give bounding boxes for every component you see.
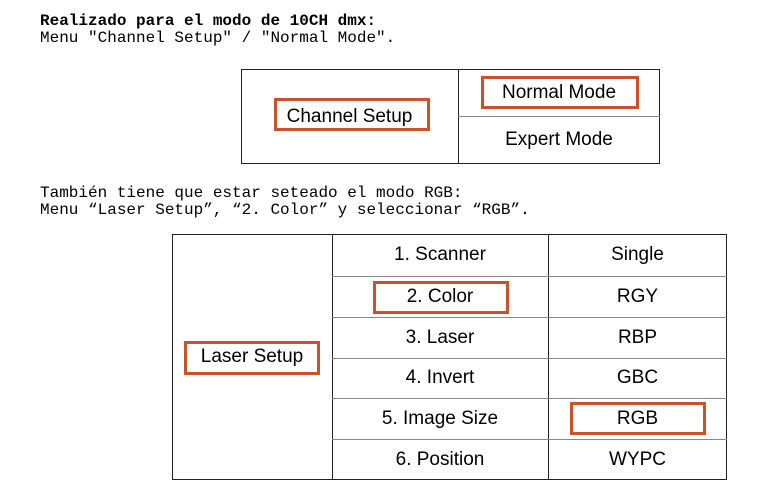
item-laser: 3. Laser bbox=[405, 326, 475, 348]
laser-row-value: RBP bbox=[548, 317, 727, 358]
laser-row-item: 1. Scanner bbox=[332, 234, 548, 276]
intro-menu-path: Menu "Channel Setup" / "Normal Mode". bbox=[40, 29, 396, 47]
laser-row-divider bbox=[332, 439, 727, 440]
item-color: 2. Color bbox=[406, 285, 474, 307]
laser-row-value: RGB bbox=[548, 398, 727, 439]
normal-mode-cell: Normal Mode bbox=[458, 69, 660, 116]
laser-setup-table bbox=[172, 234, 727, 480]
rgb-value-highlight bbox=[570, 402, 706, 435]
expert-mode-label: Expert Mode bbox=[505, 129, 613, 150]
item-image-size: 5. Image Size bbox=[381, 407, 499, 429]
intro-title: Realizado para el modo de 10CH dmx: bbox=[40, 12, 377, 30]
laser-row-item: 3. Laser bbox=[332, 317, 548, 358]
laser-row-divider bbox=[332, 358, 727, 359]
laser-row-value: GBC bbox=[548, 358, 727, 398]
laser-row-value: Single bbox=[548, 234, 727, 276]
laser-table-divider-2 bbox=[548, 234, 549, 480]
item-position: 6. Position bbox=[395, 448, 485, 470]
laser-row-item: 5. Image Size bbox=[332, 398, 548, 439]
laser-row-divider bbox=[332, 317, 727, 318]
item-scanner: 1. Scanner bbox=[394, 244, 486, 265]
normal-mode-label: Normal Mode bbox=[501, 81, 617, 103]
laser-row-item: 4. Invert bbox=[332, 358, 548, 398]
color-item-highlight bbox=[373, 281, 509, 314]
value-rbp: RBP bbox=[617, 326, 658, 348]
laser-row-divider bbox=[332, 398, 727, 399]
laser-row-value: RGY bbox=[548, 276, 727, 317]
value-gbc: GBC bbox=[616, 367, 659, 388]
laser-row-item: 6. Position bbox=[332, 439, 548, 480]
laser-setup-highlight bbox=[184, 341, 320, 375]
value-rgb: RGB bbox=[616, 407, 659, 429]
laser-setup-cell: Laser Setup bbox=[172, 234, 332, 480]
channel-setup-cell: Channel Setup bbox=[241, 69, 458, 164]
laser-setup-label: Laser Setup bbox=[200, 346, 304, 367]
rgb-mode-note: También tiene que estar seteado el modo … bbox=[40, 184, 463, 202]
channel-setup-label: Channel Setup bbox=[286, 105, 413, 127]
rgb-menu-path: Menu “Laser Setup”, “2. Color” y selecci… bbox=[40, 201, 530, 219]
normal-mode-highlight bbox=[481, 76, 639, 109]
laser-row-item: 2. Color bbox=[332, 276, 548, 317]
value-single: Single bbox=[611, 244, 664, 265]
laser-row-divider bbox=[332, 276, 727, 277]
value-wypc: WYPC bbox=[609, 448, 666, 470]
laser-row-value: WYPC bbox=[548, 439, 727, 480]
laser-table-divider-1 bbox=[332, 234, 333, 480]
channel-table-row-divider bbox=[458, 116, 660, 117]
value-rgy: RGY bbox=[616, 285, 659, 307]
item-invert: 4. Invert bbox=[405, 367, 475, 388]
expert-mode-cell: Expert Mode bbox=[458, 116, 660, 164]
channel-setup-highlight bbox=[274, 98, 430, 131]
